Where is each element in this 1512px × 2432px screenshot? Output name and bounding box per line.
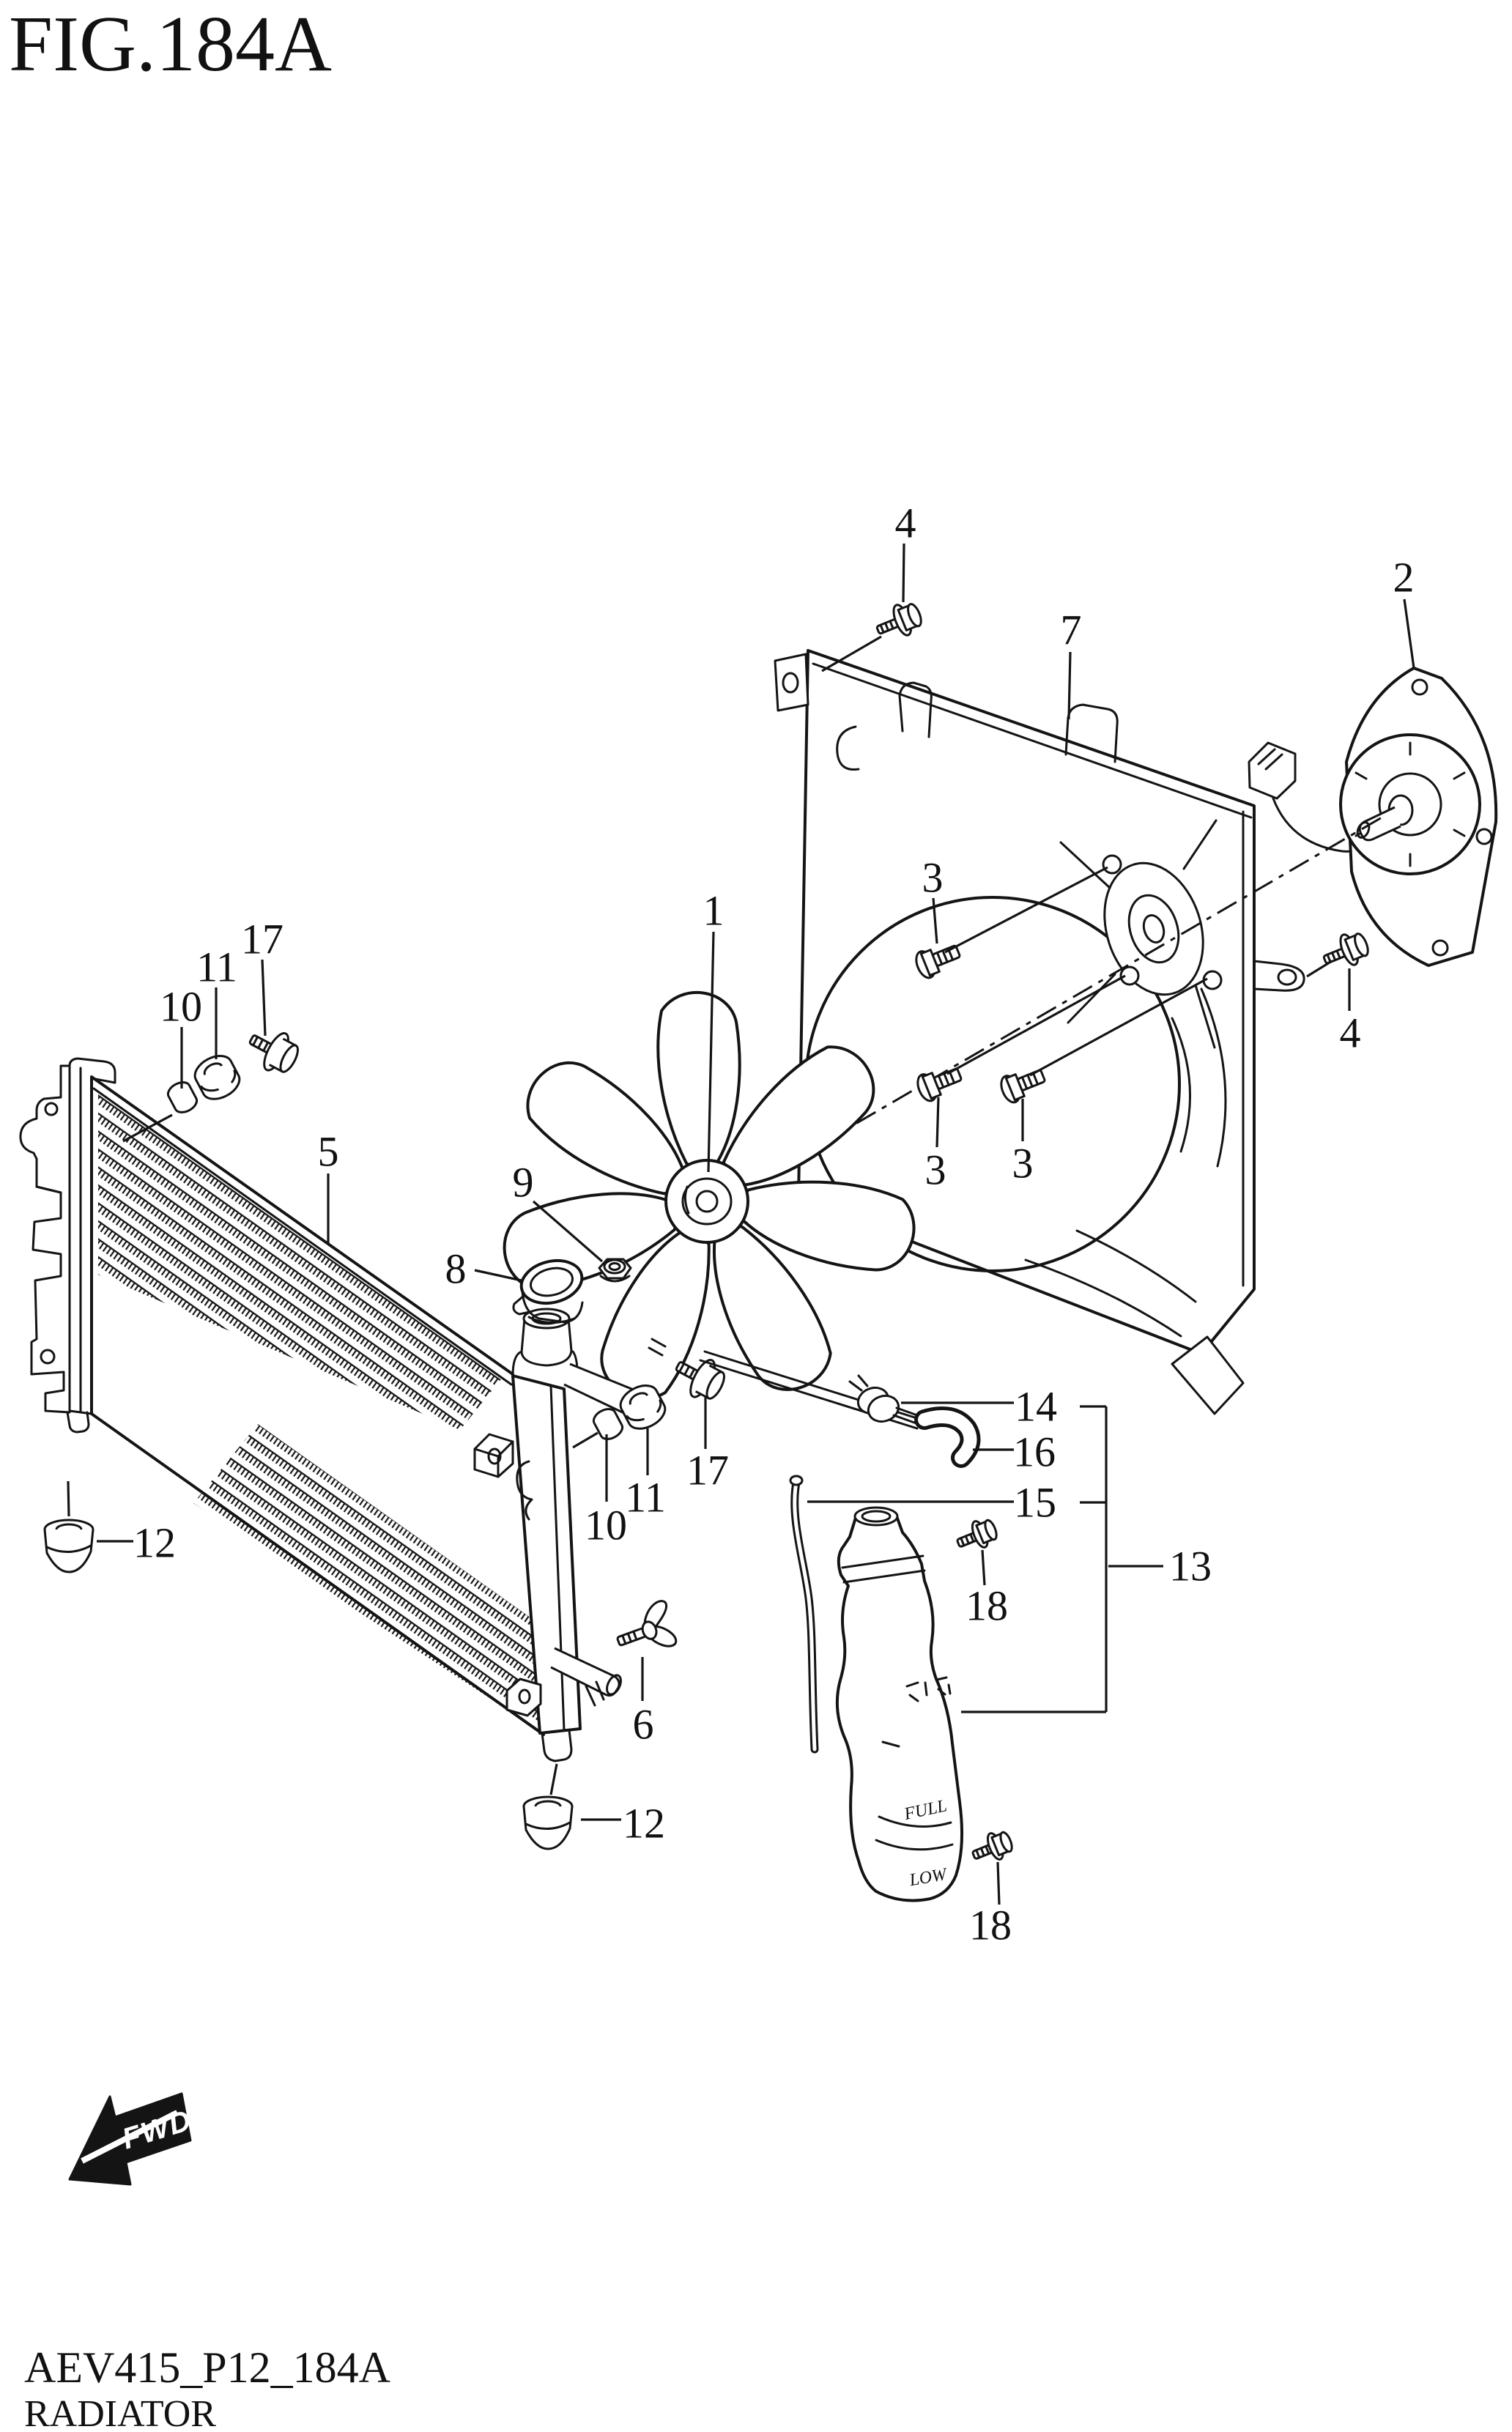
fan-motor: [1339, 667, 1498, 967]
shroud-screw-2: [916, 1067, 963, 1102]
callout-12: 12: [133, 1519, 176, 1567]
callout-4: 4: [1340, 1009, 1361, 1057]
mount-bolt-upper: [248, 1031, 299, 1073]
overflow-elbow-hose: [914, 1406, 981, 1468]
reservoir-bolt-bottom: [971, 1831, 1013, 1861]
callout-18: 18: [969, 1902, 1012, 1949]
leader-lines: [67, 543, 1415, 1905]
callout-3: 3: [922, 854, 944, 902]
grommet-right: [522, 1795, 574, 1850]
callout-4: 4: [895, 500, 916, 547]
callout-9: 9: [513, 1159, 534, 1206]
figure-title: FIG.184A: [9, 1, 332, 88]
fan-nut: [598, 1258, 632, 1283]
mount-bolt-lower: [675, 1358, 725, 1400]
shroud-bolt-top: [875, 603, 922, 637]
callout-17: 17: [241, 916, 284, 963]
cooling-fan: [503, 991, 916, 1400]
left-bracket: [19, 1064, 71, 1414]
callout-2: 2: [1393, 554, 1415, 601]
grommet-lower: [619, 1384, 667, 1430]
callout-6: 6: [633, 1701, 654, 1749]
reservoir-bottle: FULL LOW: [835, 1506, 964, 1902]
spacer-upper: [166, 1081, 199, 1113]
hose-clamp: [848, 1374, 929, 1428]
core-fins-lower: [193, 1424, 538, 1730]
callout-1: 1: [703, 887, 724, 935]
grommet-left: [43, 1519, 94, 1573]
reservoir-bolt-top: [956, 1519, 998, 1549]
callout-3: 3: [925, 1146, 946, 1194]
core-fins-upper: [98, 1091, 504, 1430]
callout-10: 10: [160, 983, 202, 1031]
shroud-screw-1: [915, 944, 961, 979]
callout-13: 13: [1169, 1543, 1212, 1590]
shroud-screw-3: [1000, 1069, 1046, 1104]
callout-11: 11: [196, 943, 237, 991]
callout-5: 5: [318, 1128, 339, 1176]
spacer-lower: [592, 1408, 624, 1440]
shroud-bolt-right: [1322, 933, 1369, 966]
callout-8: 8: [445, 1245, 467, 1293]
callout-15: 15: [1014, 1479, 1056, 1527]
callout-18: 18: [966, 1582, 1008, 1630]
callout-12: 12: [623, 1800, 665, 1847]
figure-code: AEV415_P12_184A: [24, 2343, 390, 2392]
radiator-cap: [512, 1258, 584, 1324]
fwd-arrow: FWD: [68, 2092, 196, 2186]
reservoir-tube: [789, 1475, 819, 1754]
fan-shroud: [774, 649, 1374, 1415]
radiator-assembly: [19, 1057, 667, 1762]
right-tank: [511, 1374, 582, 1735]
callout-3: 3: [1012, 1140, 1034, 1187]
callout-7: 7: [1061, 607, 1082, 654]
callout-10: 10: [585, 1502, 627, 1549]
drain-bolt: [616, 1600, 678, 1647]
callout-17: 17: [686, 1447, 729, 1494]
figure-name: RADIATOR: [24, 2393, 216, 2432]
assembly-axis-line: [820, 813, 1387, 1146]
callout-14: 14: [1015, 1383, 1057, 1431]
callout-11: 11: [625, 1474, 666, 1521]
callout-16: 16: [1013, 1428, 1056, 1476]
grommet-upper: [193, 1055, 241, 1100]
fan-hub: [664, 1159, 749, 1244]
